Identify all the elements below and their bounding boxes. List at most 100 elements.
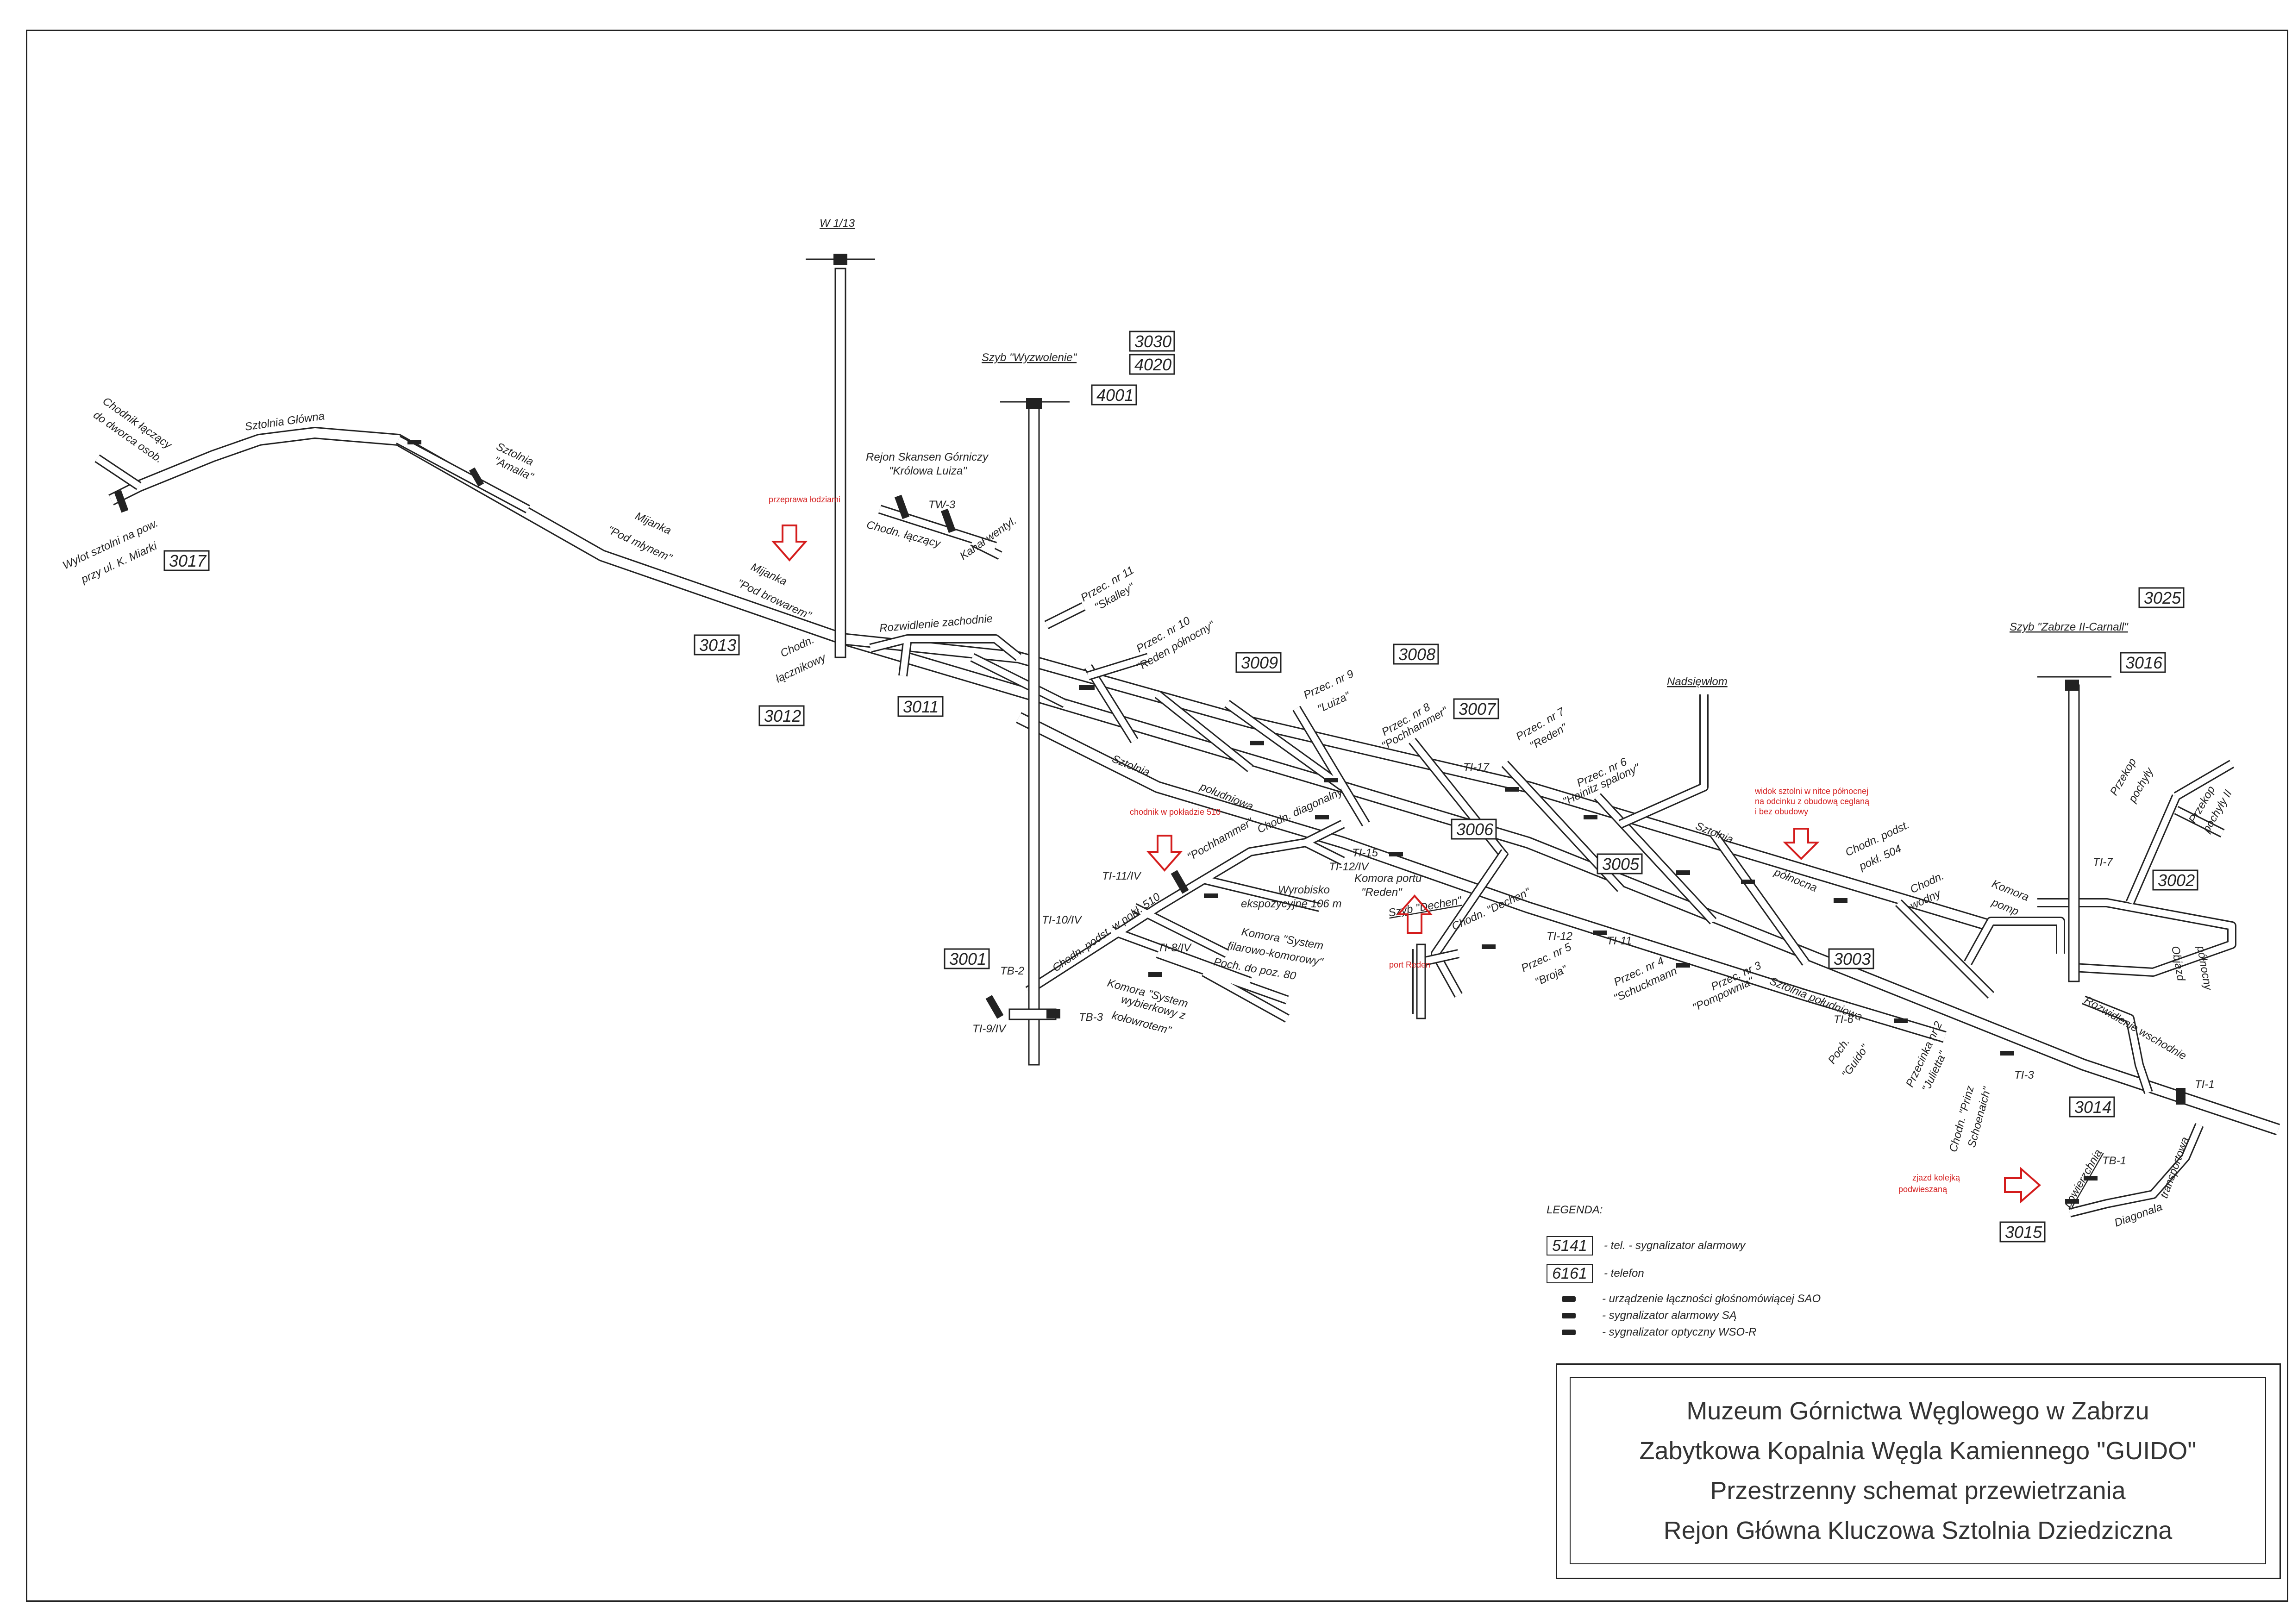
legend-title: LEGENDA:: [1547, 1204, 1603, 1216]
galleries: [94, 427, 2280, 1218]
label-tl17: TI-17: [1463, 761, 1490, 774]
label-tb1: TB-1: [2102, 1155, 2126, 1167]
title-line-4: Rejon Główna Kluczowa Sztolnia Dziedzicz…: [1663, 1517, 2173, 1544]
shaft-dechen: [1416, 943, 1426, 1019]
legend-text: - telefon: [1604, 1267, 1644, 1280]
box-3017: 3017: [163, 550, 210, 571]
label-tl3: TI-3: [2014, 1069, 2034, 1081]
svg-text:3016: 3016: [2125, 653, 2163, 672]
annotation-port: port Reden: [1389, 960, 1430, 969]
label-tl12: TI-12: [1547, 930, 1572, 943]
label-tl10iv: TI-10/IV: [1042, 914, 1082, 926]
box-3006: 3006: [1451, 818, 1497, 840]
legend-text: - sygnalizator alarmowy SĄ: [1602, 1309, 1737, 1322]
shaft-wyzwolenie: [1028, 406, 1040, 1066]
label-tl11iv: TI-11/IV: [1102, 870, 1142, 882]
annotation-widok-3: i bez obudowy: [1755, 807, 1808, 816]
legend-row: 5141 - tel. - sygnalizator alarmowy: [1547, 1236, 1745, 1255]
box-3014: 3014: [2069, 1096, 2115, 1118]
svg-text:3030: 3030: [1134, 332, 1171, 351]
box-3025: 3025: [2138, 587, 2185, 608]
sao-device-icon: [1547, 1296, 1591, 1302]
label-tl1: TI-1: [2195, 1078, 2215, 1091]
annotation-przeprawa: przeprawa łodziami: [769, 495, 840, 504]
svg-text:3014: 3014: [2074, 1098, 2111, 1117]
svg-text:3017: 3017: [169, 551, 207, 570]
svg-text:3007: 3007: [1459, 700, 1497, 718]
arrow-widok: [1783, 828, 1820, 860]
label-mijanka-1: Mijanka: [633, 510, 673, 537]
shaft-label-wyzwolenie: Szyb "Wyzwolenie": [982, 351, 1077, 364]
label-tl6: TI-6: [1834, 1013, 1854, 1026]
legend-key: 5141: [1547, 1236, 1593, 1255]
shaft-label-nadsieclom: Nadsięwłom: [1667, 675, 1728, 688]
annotation-zjazd-2: podwieszaną: [1898, 1185, 1948, 1194]
box-3002: 3002: [2152, 869, 2198, 891]
alarm-signal-icon: [1547, 1313, 1591, 1318]
title-line-1: Muzeum Górnictwa Węglowego w Zabrzu: [1686, 1397, 2149, 1425]
svg-text:3008: 3008: [1398, 645, 1435, 664]
label-rejon-1: Rejon Skansen Górniczy: [866, 451, 989, 463]
phone-boxes: 3030 4020 4001 3017 3013 3012 3011 3009 …: [163, 331, 2198, 1243]
annotation-widok-1: widok sztolni w nitce północnej: [1754, 787, 1868, 796]
title-block-outer: [1556, 1363, 2281, 1579]
label-tl11: TI-11: [1607, 935, 1632, 947]
legend-row: - sygnalizator optyczny WSO-R: [1547, 1326, 1756, 1339]
legend-text: - urządzenie łączności głośnomówiącej SA…: [1602, 1293, 1821, 1305]
svg-text:3009: 3009: [1241, 653, 1278, 672]
box-3007: 3007: [1453, 698, 1499, 719]
legend-text: - tel. - sygnalizator alarmowy: [1604, 1239, 1746, 1252]
label-tl12iv: TI-12/IV: [1329, 861, 1369, 873]
label-tl8iv: TI-8/IV: [1158, 942, 1192, 954]
shaft-label-carnall: Szyb "Zabrze II-Carnall": [2010, 621, 2129, 633]
label-tl15: TI-15: [1352, 847, 1378, 859]
shafts: [806, 258, 2111, 1066]
box-3012: 3012: [758, 705, 805, 726]
label-rejon-2: "Królowa Luiza": [889, 465, 967, 477]
svg-text:3003: 3003: [1834, 949, 1871, 968]
shaft-label-w113: W 1/13: [820, 217, 855, 230]
title-block: Muzeum Górnictwa Węglowego w Zabrzu Zaby…: [1570, 1377, 2266, 1564]
title-line-2: Zabytkowa Kopalnia Węgla Kamiennego "GUI…: [1639, 1437, 2197, 1465]
svg-text:3002: 3002: [2158, 871, 2195, 890]
label-rozwidlenie-zach: Rozwidlenie zachodnie: [879, 612, 993, 635]
legend-row: - urządzenie łączności głośnomówiącej SA…: [1547, 1293, 1821, 1305]
gallery-sztolnia-glowna: [108, 427, 2280, 1136]
drawing-frame: [26, 30, 2288, 1602]
label-tb3: TB-3: [1079, 1011, 1103, 1024]
label-wyrobisko-2: ekspozycyjne 106 m: [1241, 898, 1341, 910]
arrow-przeprawa: [771, 525, 808, 562]
svg-text:4001: 4001: [1096, 386, 1133, 405]
legend-key: 6161: [1547, 1264, 1593, 1283]
box-3001: 3001: [944, 948, 990, 969]
box-3015: 3015: [1999, 1221, 2046, 1243]
label-tl7: TI-7: [2093, 856, 2113, 868]
label-chodn-podst-510: Chodn. podst. w pokł. 510: [1050, 890, 1163, 974]
box-4001: 4001: [1091, 384, 1137, 406]
box-3005: 3005: [1597, 853, 1643, 874]
title-line-3: Przestrzenny schemat przewietrzania: [1710, 1477, 2126, 1505]
box-3011: 3011: [897, 696, 944, 717]
label-komora-portu-2: "Reden": [1361, 886, 1403, 899]
svg-text:4020: 4020: [1134, 355, 1171, 374]
svg-text:3012: 3012: [764, 706, 801, 725]
box-3009: 3009: [1235, 652, 1282, 673]
shaft-w113: [834, 268, 846, 658]
annotation-zjazd-1: zjazd kolejką: [1912, 1173, 1960, 1182]
annotation-widok-2: na odcinku z obudową ceglaną: [1755, 797, 1870, 806]
svg-text:3001: 3001: [949, 949, 986, 968]
signal-devices: [114, 254, 2186, 1204]
label-tb2: TB-2: [1000, 965, 1024, 977]
svg-text:3006: 3006: [1456, 820, 1494, 839]
arrow-chodnik510: [1146, 835, 1183, 872]
arrow-port: [1396, 894, 1433, 934]
box-3003: 3003: [1828, 948, 1874, 969]
box-3030: 3030: [1129, 331, 1175, 352]
legend-row: 6161 - telefon: [1547, 1264, 1644, 1283]
arrow-zjazd: [2004, 1167, 2042, 1204]
label-powierzchnia: powierzchnia: [2061, 1147, 2104, 1210]
box-3013: 3013: [694, 634, 740, 656]
red-annotations: przeprawa łodziami chodnik w pokładzie 5…: [769, 495, 2042, 1204]
svg-text:3025: 3025: [2144, 588, 2181, 607]
